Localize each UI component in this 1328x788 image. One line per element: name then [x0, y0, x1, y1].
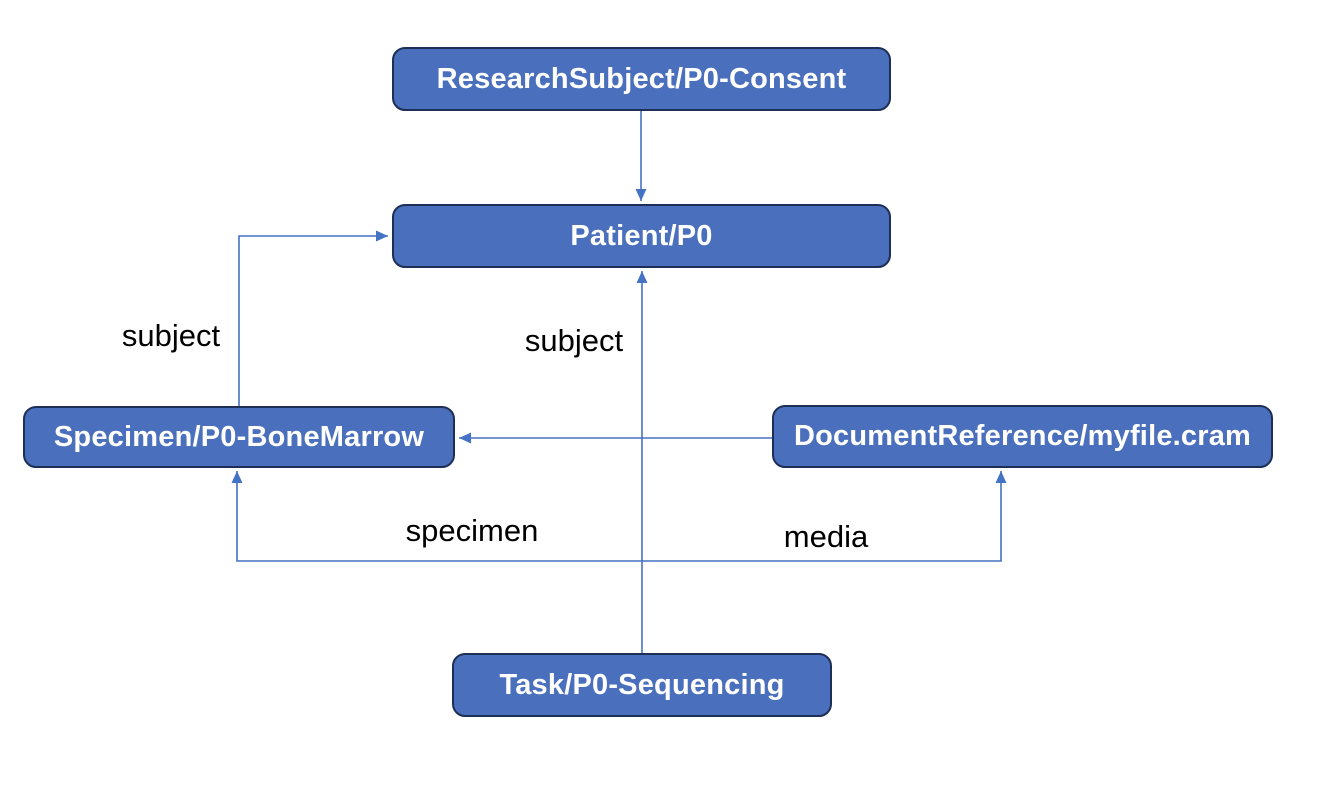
- edge-task-to-documentreference: [642, 471, 1007, 562]
- node-specimen-label: Specimen/P0-BoneMarrow: [53, 420, 425, 453]
- node-patient-label: Patient/P0: [570, 219, 713, 252]
- node-research-subject: ResearchSubject/P0-Consent: [392, 47, 891, 111]
- node-patient: Patient/P0: [392, 204, 891, 268]
- edge-label-task-media: media: [783, 519, 869, 554]
- node-task: Task/P0-Sequencing: [452, 653, 832, 717]
- edge-label-specimen-subject: subject: [121, 318, 221, 353]
- node-research-subject-label: ResearchSubject/P0-Consent: [436, 62, 847, 95]
- edge-label-task-specimen: specimen: [405, 513, 539, 548]
- node-document-reference-label: DocumentReference/myfile.cram: [793, 420, 1252, 452]
- node-specimen: Specimen/P0-BoneMarrow: [23, 406, 455, 468]
- node-task-label: Task/P0-Sequencing: [499, 668, 785, 701]
- edge-label-task-subject: subject: [524, 323, 624, 358]
- edge-task-to-specimen: [231, 471, 642, 562]
- edge-specimen-to-patient: [238, 230, 388, 406]
- node-document-reference: DocumentReference/myfile.cram: [772, 405, 1273, 468]
